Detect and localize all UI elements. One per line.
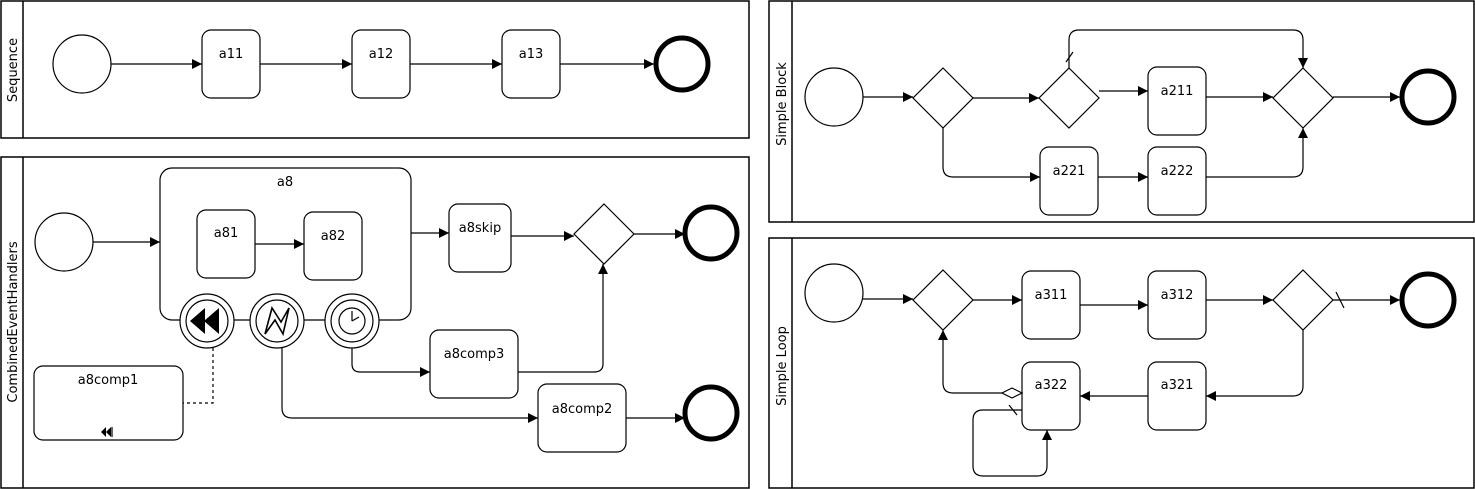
compensation-marker-icon	[101, 427, 113, 437]
task-label: a8comp2	[552, 402, 613, 417]
task-label: a12	[369, 47, 394, 62]
sequence-flow[interactable]	[942, 128, 1040, 182]
pool-label-simple-block: Simple Block	[775, 62, 790, 146]
pool-simple-loop: Simple Loop	[768, 237, 1475, 489]
error-icon	[264, 306, 290, 337]
compensation-icon	[190, 308, 219, 334]
task-label: a13	[519, 47, 544, 62]
timer-boundary-event[interactable]	[324, 293, 380, 349]
sequence-flow[interactable]	[938, 330, 1022, 394]
default-flow-marker	[1065, 51, 1074, 63]
task-a12[interactable]: a12	[351, 29, 411, 99]
pool-label-simple-loop: Simple Loop	[775, 326, 790, 406]
pool-label-sequence: Sequence	[6, 38, 21, 102]
end-event[interactable]	[682, 204, 740, 262]
task-label: a312	[1161, 288, 1194, 303]
start-event[interactable]	[804, 67, 864, 127]
task-label: a311	[1035, 288, 1068, 303]
task-a322[interactable]: a322	[1021, 361, 1081, 431]
start-event[interactable]	[804, 263, 864, 323]
subprocess-label: a8	[277, 175, 293, 190]
task-label: a321	[1161, 378, 1194, 393]
task-a11[interactable]: a11	[201, 29, 261, 99]
timer-icon	[338, 307, 366, 335]
task-a8comp3[interactable]: a8comp3	[429, 329, 519, 399]
start-event[interactable]	[52, 34, 112, 94]
task-label: a221	[1053, 164, 1086, 179]
sequence-flow[interactable]	[1068, 29, 1308, 68]
task-a211[interactable]: a211	[1147, 66, 1207, 136]
association[interactable]	[183, 348, 214, 404]
conditional-flow-marker	[1000, 387, 1024, 399]
task-label: a8skip	[459, 221, 501, 236]
task-label: a82	[321, 229, 346, 244]
end-event[interactable]	[1399, 271, 1457, 329]
task-a221[interactable]: a221	[1039, 146, 1099, 216]
task-label: a11	[219, 47, 244, 62]
task-a311[interactable]: a311	[1021, 270, 1081, 340]
sequence-flow[interactable]	[1206, 330, 1304, 401]
pool-label-combined: CombinedEventHandlers	[6, 241, 21, 402]
compensation-boundary-event[interactable]	[179, 293, 235, 349]
task-a13[interactable]: a13	[501, 29, 561, 99]
sequence-flow[interactable]	[972, 409, 1052, 477]
task-label: a322	[1035, 378, 1068, 393]
task-a312[interactable]: a312	[1147, 270, 1207, 340]
task-a321[interactable]: a321	[1147, 361, 1207, 431]
default-flow-marker	[1335, 291, 1345, 309]
task-a81[interactable]: a81	[196, 209, 256, 279]
sequence-flow[interactable]	[1206, 128, 1308, 178]
sequence-flow[interactable]	[351, 348, 430, 377]
end-event[interactable]	[1399, 68, 1457, 126]
task-a8skip[interactable]: a8skip	[448, 203, 512, 273]
task-label: a211	[1161, 84, 1194, 99]
task-a8comp2[interactable]: a8comp2	[537, 383, 627, 453]
error-boundary-event[interactable]	[249, 293, 305, 349]
task-a222[interactable]: a222	[1147, 146, 1207, 216]
task-a82[interactable]: a82	[303, 211, 363, 281]
exclusive-gateway[interactable]	[1038, 67, 1100, 129]
start-event[interactable]	[34, 212, 94, 272]
sequence-flow[interactable]	[281, 348, 538, 423]
task-label: a8comp3	[444, 347, 505, 362]
end-event[interactable]	[653, 35, 711, 93]
task-label: a81	[214, 226, 239, 241]
sequence-flow[interactable]	[518, 264, 608, 373]
task-label: a222	[1161, 164, 1194, 179]
pool-simple-block: Simple Block	[768, 0, 1475, 223]
end-event[interactable]	[682, 384, 740, 442]
task-a8comp1[interactable]: a8comp1	[33, 365, 184, 441]
default-flow-marker	[1008, 404, 1018, 416]
task-label: a8comp1	[78, 373, 139, 388]
